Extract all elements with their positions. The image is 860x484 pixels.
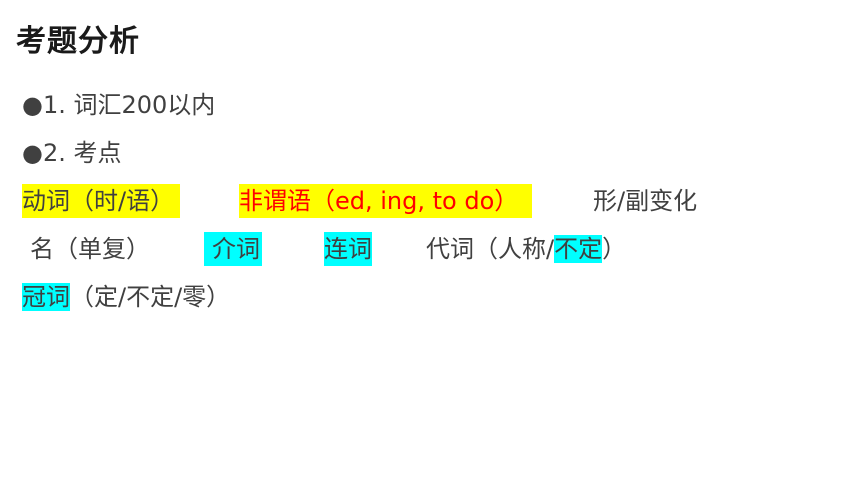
- article-highlight: 冠词: [22, 283, 70, 311]
- article-detail: （定/不定/零）: [70, 283, 231, 311]
- topic-nonfinite: 非谓语（ed, ing, to do）: [239, 184, 533, 218]
- bullet-marker: ●: [22, 139, 43, 167]
- topic-article: 冠词（定/不定/零）: [22, 280, 230, 314]
- topic-adj-adv: 形/副变化: [593, 187, 698, 215]
- topic-verb: 动词（时/语）: [22, 184, 181, 218]
- bullet-item-vocabulary: ●1. 词汇200以内: [22, 88, 215, 122]
- bullet-marker: ●: [22, 91, 43, 119]
- pronoun-close: ）: [602, 235, 627, 263]
- bullet-text: 2. 考点: [42, 139, 122, 167]
- bullet-text: 1. 词汇200以内: [42, 91, 216, 119]
- bullet-item-test-points: ●2. 考点: [22, 136, 121, 170]
- page-title: 考题分析: [16, 24, 140, 59]
- topic-preposition: 介词: [204, 232, 262, 266]
- topic-noun: 名（单复）: [30, 235, 150, 263]
- pronoun-text: 代词（人称/: [426, 235, 555, 263]
- topic-pronoun: 代词（人称/不定）: [426, 232, 626, 266]
- pronoun-highlight: 不定: [554, 235, 603, 263]
- topic-conjunction: 连词: [324, 232, 372, 266]
